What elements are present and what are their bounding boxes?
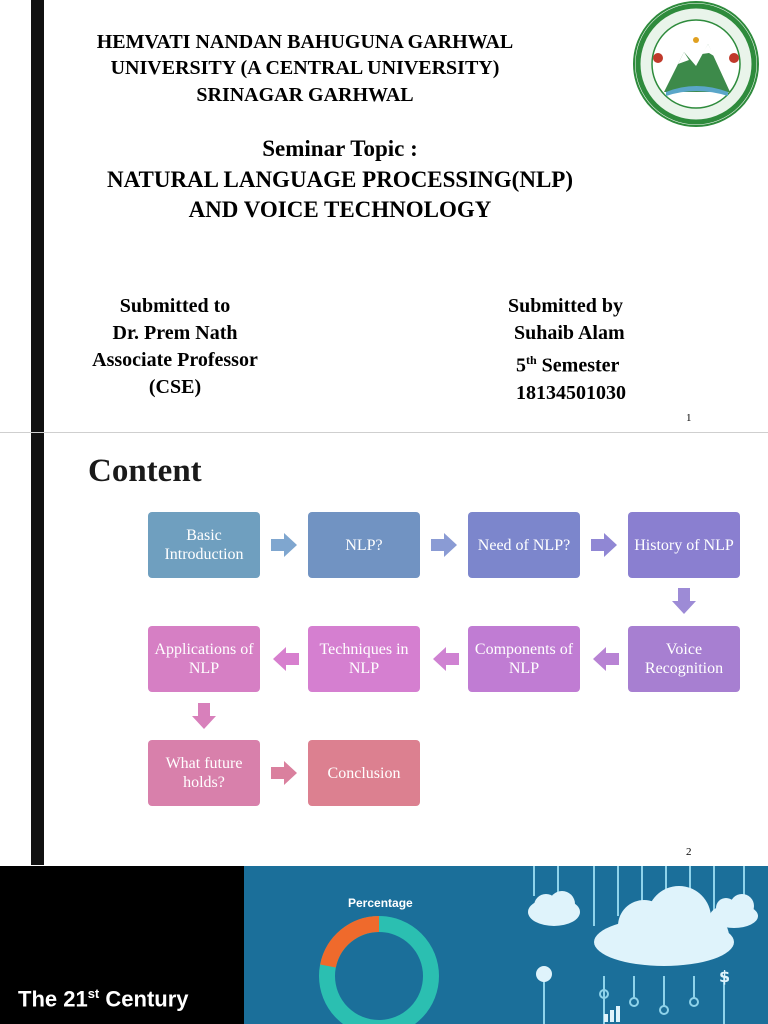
flow-box-conclusion[interactable]: Conclusion (308, 740, 420, 806)
arrow-left-icon (273, 647, 299, 671)
flow-box-basic-introduction[interactable]: Basic Introduction (148, 512, 260, 578)
seminar-topic-label: Seminar Topic : (262, 136, 418, 161)
arrow-right-icon (591, 533, 617, 557)
student-semester: 5th Semester (508, 347, 658, 380)
title-rest: Century (99, 986, 189, 1012)
arrow-left-icon (433, 647, 459, 671)
flow-box-label: Components of NLP (474, 641, 574, 677)
flow-box-label: History of NLP (634, 536, 734, 554)
title-main: The 21 (18, 986, 88, 1012)
submitted-by-heading: Submitted by (508, 295, 624, 317)
title-superscript: st (87, 986, 100, 1001)
flow-box-what-future-holds[interactable]: What future holds? (148, 740, 260, 806)
flow-box-need-of-nlp[interactable]: Need of NLP? (468, 512, 580, 578)
semester-number: 5 (516, 354, 526, 377)
donut-chart-graphic (319, 916, 439, 1024)
flow-box-nlp[interactable]: NLP? (308, 512, 420, 578)
supervisor-name: Dr. Prem Nath (112, 322, 238, 344)
supervisor-designation: Associate Professor (92, 349, 258, 371)
svg-text:$: $ (719, 967, 730, 986)
arrow-down-icon (672, 588, 696, 614)
supervisor-department: (CSE) (148, 376, 202, 398)
submitted-by-block: Submitted by Suhaib Alam 5th Semester 18… (508, 293, 658, 407)
flow-box-label: Applications of NLP (154, 641, 254, 677)
arrow-right-icon (431, 533, 457, 557)
content-slide: Content Basic Introduction NLP? Need of … (0, 433, 768, 865)
university-name-line-2: UNIVERSITY (A CENTRAL UNIVERSITY) (110, 57, 500, 79)
flow-box-label: Voice Recognition (644, 641, 724, 677)
page-number: 2 (686, 846, 692, 858)
arrow-down-icon (192, 703, 216, 729)
century-slide: The 21st Century Percentage (0, 866, 768, 1024)
submitted-to-heading: Submitted to (119, 295, 231, 317)
student-roll-number: 18134501030 (516, 381, 626, 404)
arrow-right-icon (271, 533, 297, 557)
page-number: 1 (686, 412, 692, 424)
title-slide: HEMVATI NANDAN BAHUGUNA GARHWAL UNIVERSI… (0, 0, 768, 432)
submitted-to-block: Submitted to Dr. Prem Nath Associate Pro… (80, 293, 270, 401)
flow-box-techniques-in-nlp[interactable]: Techniques in NLP (308, 626, 420, 692)
flow-box-label: Conclusion (327, 764, 401, 782)
seminar-topic-line-1: NATURAL LANGUAGE PROCESSING(NLP) (106, 167, 573, 192)
arrow-right-icon (271, 761, 297, 785)
tech-illustration-panel: Percentage (244, 866, 768, 1024)
flow-box-voice-recognition[interactable]: Voice Recognition (628, 626, 740, 692)
seminar-topic-line-2: AND VOICE TECHNOLOGY (188, 197, 492, 222)
slide-accent-bar (31, 433, 44, 865)
content-title: Content (88, 453, 202, 489)
flow-box-label: Basic Introduction (164, 527, 244, 563)
university-location: SRINAGAR GARHWAL (196, 84, 414, 106)
slide-dark-panel: The 21st Century (0, 866, 244, 1024)
flow-box-components-of-nlp[interactable]: Components of NLP (468, 626, 580, 692)
university-name-line-1: HEMVATI NANDAN BAHUGUNA GARHWAL (96, 31, 514, 53)
flow-box-label: Need of NLP? (477, 536, 571, 554)
slide-title: The 21st Century (18, 986, 189, 1012)
flow-box-label: Techniques in NLP (319, 641, 409, 677)
student-name: Suhaib Alam (514, 322, 625, 344)
semester-word: Semester (536, 354, 620, 377)
semester-suffix: th (526, 353, 537, 367)
flow-box-history-of-nlp[interactable]: History of NLP (628, 512, 740, 578)
cloud-circuit-icon: $ (528, 866, 758, 1024)
arrow-left-icon (593, 647, 619, 671)
university-seal-logo (633, 1, 759, 127)
slide-divider (0, 432, 768, 433)
flow-box-applications-of-nlp[interactable]: Applications of NLP (148, 626, 260, 692)
slide-accent-bar (31, 0, 44, 432)
donut-chart-label: Percentage (348, 896, 413, 910)
flow-box-label: What future holds? (165, 755, 243, 791)
flow-box-label: NLP? (345, 536, 383, 554)
